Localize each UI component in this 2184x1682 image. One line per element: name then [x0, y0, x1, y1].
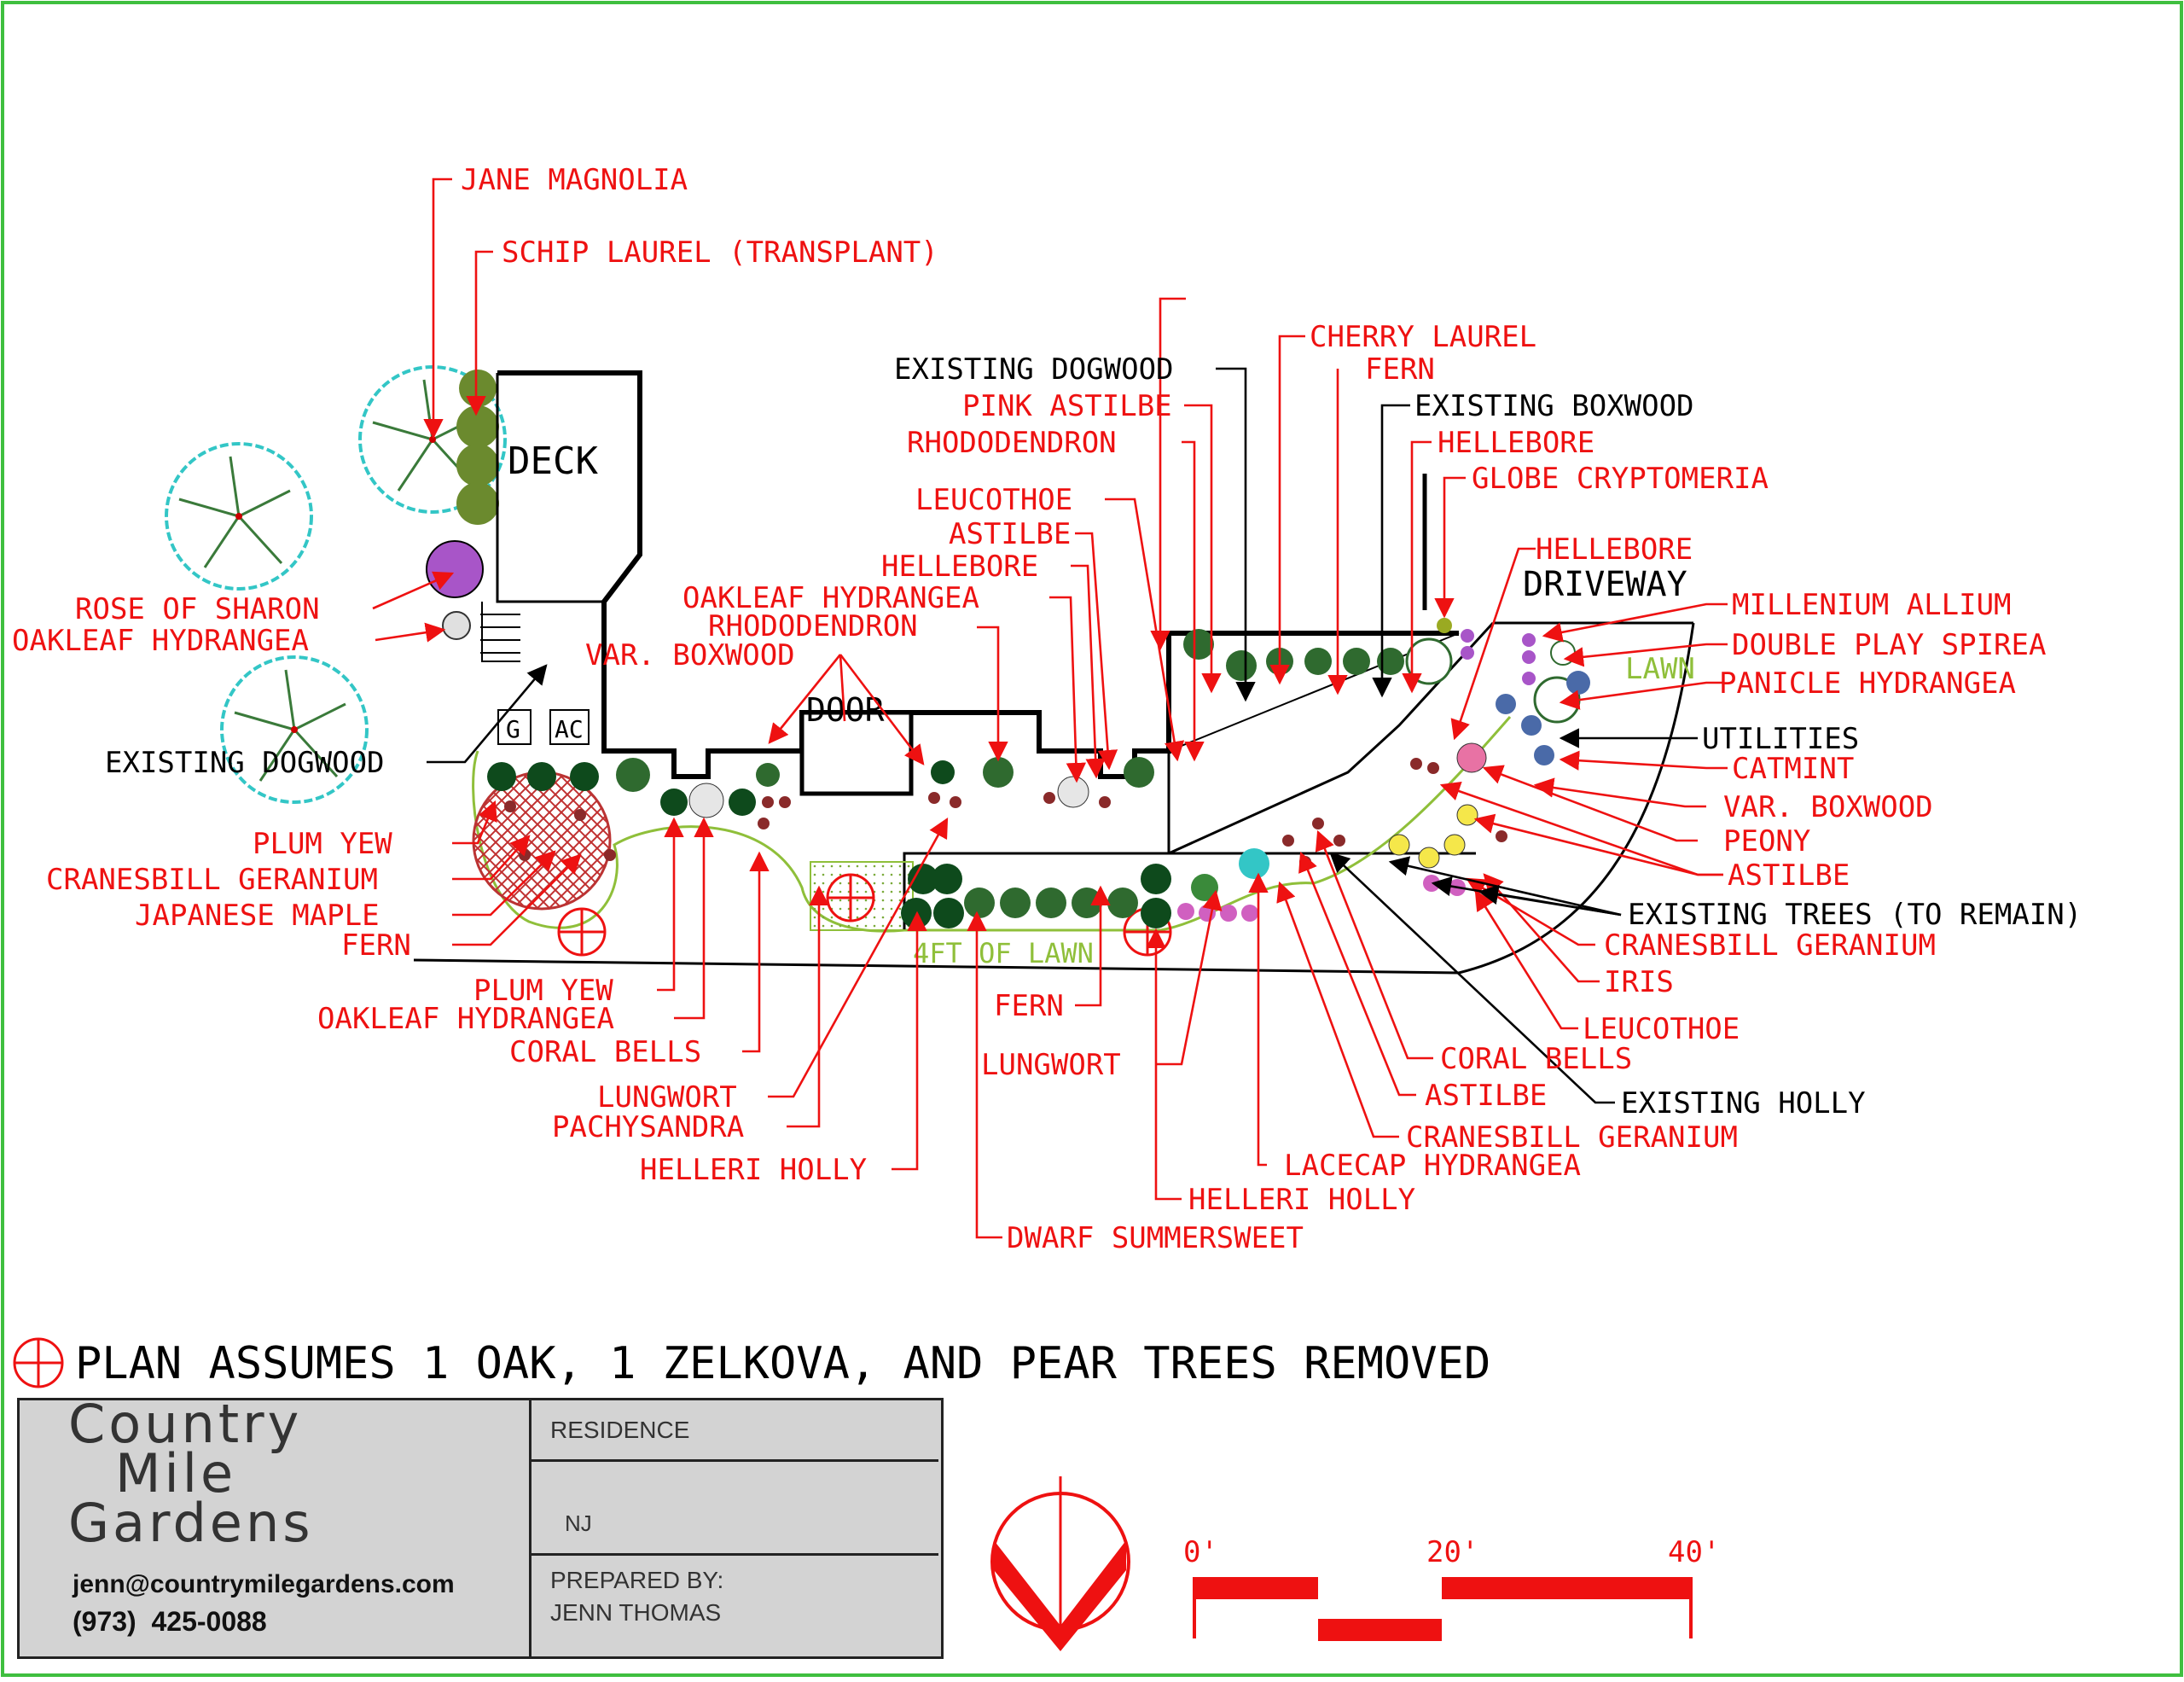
- label-astilbe-mid: ASTILBE: [1425, 1079, 1547, 1113]
- scale-bar: 0' 20' 40': [1183, 1535, 1720, 1641]
- label-jane-magnolia: JANE MAGNOLIA: [461, 163, 688, 197]
- label-helleri-holly-mid: HELLERI HOLLY: [1188, 1183, 1415, 1217]
- label-schip-laurel: SCHIP LAUREL (TRANSPLANT): [502, 236, 938, 270]
- label-hellebore-top: HELLEBORE: [1438, 426, 1594, 460]
- label-dwarf-summersweet: DWARF SUMMERSWEET: [1007, 1221, 1304, 1255]
- label-hellebore-drive: HELLEBORE: [1536, 533, 1693, 567]
- label-double-play: DOUBLE PLAY SPIREA: [1732, 628, 2046, 662]
- label-rose-of-sharon: ROSE OF SHARON: [75, 592, 320, 626]
- japanese-maple-symbol: [472, 771, 612, 911]
- label-lacecap: LACECAP HYDRANGEA: [1284, 1149, 1581, 1183]
- label-cherry-laurel: CHERRY LAUREL: [1310, 320, 1536, 354]
- company-phone: (973) 425-0088: [73, 1606, 267, 1637]
- label-astilbe-right: ASTILBE: [1728, 858, 1850, 893]
- lawn-label: LAWN: [1625, 652, 1695, 686]
- label-fern-left: FERN: [341, 928, 411, 963]
- label-japanese-maple: JAPANESE MAPLE: [135, 899, 380, 933]
- note-text: PLAN ASSUMES 1 OAK, 1 ZELKOVA, AND PEAR …: [75, 1338, 1490, 1389]
- label-globe-cryptomeria: GLOBE CRYPTOMERIA: [1472, 462, 1769, 496]
- label-pink-astilbe: PINK ASTILBE: [962, 389, 1172, 423]
- prepared-by-label: PREPARED BY:: [550, 1567, 724, 1593]
- label-utilities: UTILITIES: [1702, 722, 1859, 756]
- label-peony: PEONY: [1723, 824, 1810, 858]
- rose-of-sharon-symbol: [426, 540, 484, 598]
- label-cranesbill-left: CRANESBILL GERANIUM: [46, 863, 378, 897]
- label-existing-holly: EXISTING HOLLY: [1621, 1086, 1866, 1120]
- pachysandra-area: [810, 861, 914, 931]
- deck-outline: [496, 373, 604, 603]
- label-oakleaf-bottom: OAKLEAF HYDRANGEA: [317, 1002, 614, 1036]
- label-cranesbill-right: CRANESBILL GERANIUM: [1604, 928, 1936, 963]
- label-oakleaf-hydrangea-deck: OAKLEAF HYDRANGEA: [12, 624, 309, 658]
- label-existing-dogwood-left: EXISTING DOGWOOD: [105, 746, 385, 780]
- label-var-boxwood-right: VAR. BOXWOOD: [1723, 790, 1933, 824]
- label-leucothoe-top: LEUCOTHOE: [915, 483, 1072, 517]
- label-panicle: PANICLE HYDRANGEA: [1719, 666, 2016, 701]
- label-coral-bells-bottom: CORAL BELLS: [509, 1035, 701, 1069]
- existing-dogwood-symbol: [220, 655, 369, 804]
- leader-lines-black: [427, 367, 1698, 1104]
- existing-tree-left: [165, 442, 313, 591]
- label-existing-boxwood: EXISTING BOXWOOD: [1414, 389, 1694, 423]
- project-state: NJ: [565, 1510, 592, 1536]
- label-iris: IRIS: [1604, 965, 1674, 999]
- label-fern-top: FERN: [1365, 352, 1435, 387]
- label-pachysandra: PACHYSANDRA: [552, 1110, 744, 1144]
- label-catmint: CATMINT: [1732, 752, 1854, 786]
- label-coral-bells-right: CORAL BELLS: [1440, 1042, 1632, 1076]
- label-fern-mid: FERN: [994, 989, 1064, 1023]
- label-oakleaf-mid: OAKLEAF HYDRANGEA: [682, 581, 979, 615]
- deck-stairs: [480, 614, 520, 654]
- door-label: DOOR: [806, 691, 885, 729]
- door-box: [799, 710, 914, 796]
- title-block-info: [529, 1398, 944, 1659]
- label-rhododendron-top: RHODODENDRON: [907, 426, 1117, 460]
- label-rhododendron-mid: RHODODENDRON: [708, 609, 918, 643]
- label-lungwort-bottom: LUNGWORT: [597, 1080, 737, 1115]
- prepared-by-name: JENN THOMAS: [550, 1599, 722, 1626]
- company-name: Country Mile Gardens: [68, 1393, 314, 1554]
- plant-labels: JANE MAGNOLIA SCHIP LAUREL (TRANSPLANT) …: [12, 163, 2082, 1255]
- lawn-strip-label: 4FT OF LAWN: [913, 937, 1094, 969]
- north-arrow-icon: [990, 1476, 1130, 1651]
- company-line-2: Mile: [115, 1442, 237, 1504]
- label-astilbe-top: ASTILBE: [949, 517, 1071, 551]
- g-label: G: [506, 715, 520, 743]
- label-lungwort-mid: LUNGWORT: [981, 1048, 1121, 1082]
- label-millenium: MILLENIUM ALLIUM: [1732, 588, 2012, 622]
- oakleaf-hydrangea-deck-symbol: [442, 611, 471, 640]
- scale-tick-20: 20': [1426, 1535, 1478, 1569]
- company-line-3: Gardens: [68, 1492, 314, 1554]
- removal-note: PLAN ASSUMES 1 OAK, 1 ZELKOVA, AND PEAR …: [13, 1337, 1490, 1389]
- company-line-1: Country: [68, 1393, 303, 1455]
- ac-box: [549, 709, 590, 745]
- ac-label: AC: [555, 715, 584, 743]
- label-existing-trees: EXISTING TREES (TO REMAIN): [1628, 898, 2082, 932]
- label-plum-yew-bottom: PLUM YEW: [473, 974, 613, 1008]
- scale-tick-40: 40': [1668, 1535, 1720, 1569]
- project-name: RESIDENCE: [550, 1417, 690, 1443]
- label-plum-yew-left: PLUM YEW: [253, 827, 392, 861]
- label-helleri-holly-bottom: HELLERI HOLLY: [640, 1153, 867, 1187]
- leader-lines-red: [372, 178, 1728, 1239]
- scale-tick-0: 0': [1183, 1535, 1218, 1569]
- driveway-label: DRIVEWAY: [1523, 565, 1687, 604]
- label-hellebore-mid: HELLEBORE: [881, 550, 1038, 584]
- label-leucothoe-right: LEUCOTHOE: [1583, 1012, 1740, 1046]
- label-existing-dogwood-top: EXISTING DOGWOOD: [894, 352, 1174, 387]
- company-email[interactable]: jenn@countrymilegardens.com: [73, 1570, 455, 1598]
- label-var-boxwood-door: VAR. BOXWOOD: [585, 638, 795, 672]
- bed-outline: [472, 716, 1512, 933]
- deck-label: DECK: [508, 439, 598, 483]
- label-cranesbill-mid: CRANESBILL GERANIUM: [1406, 1120, 1738, 1155]
